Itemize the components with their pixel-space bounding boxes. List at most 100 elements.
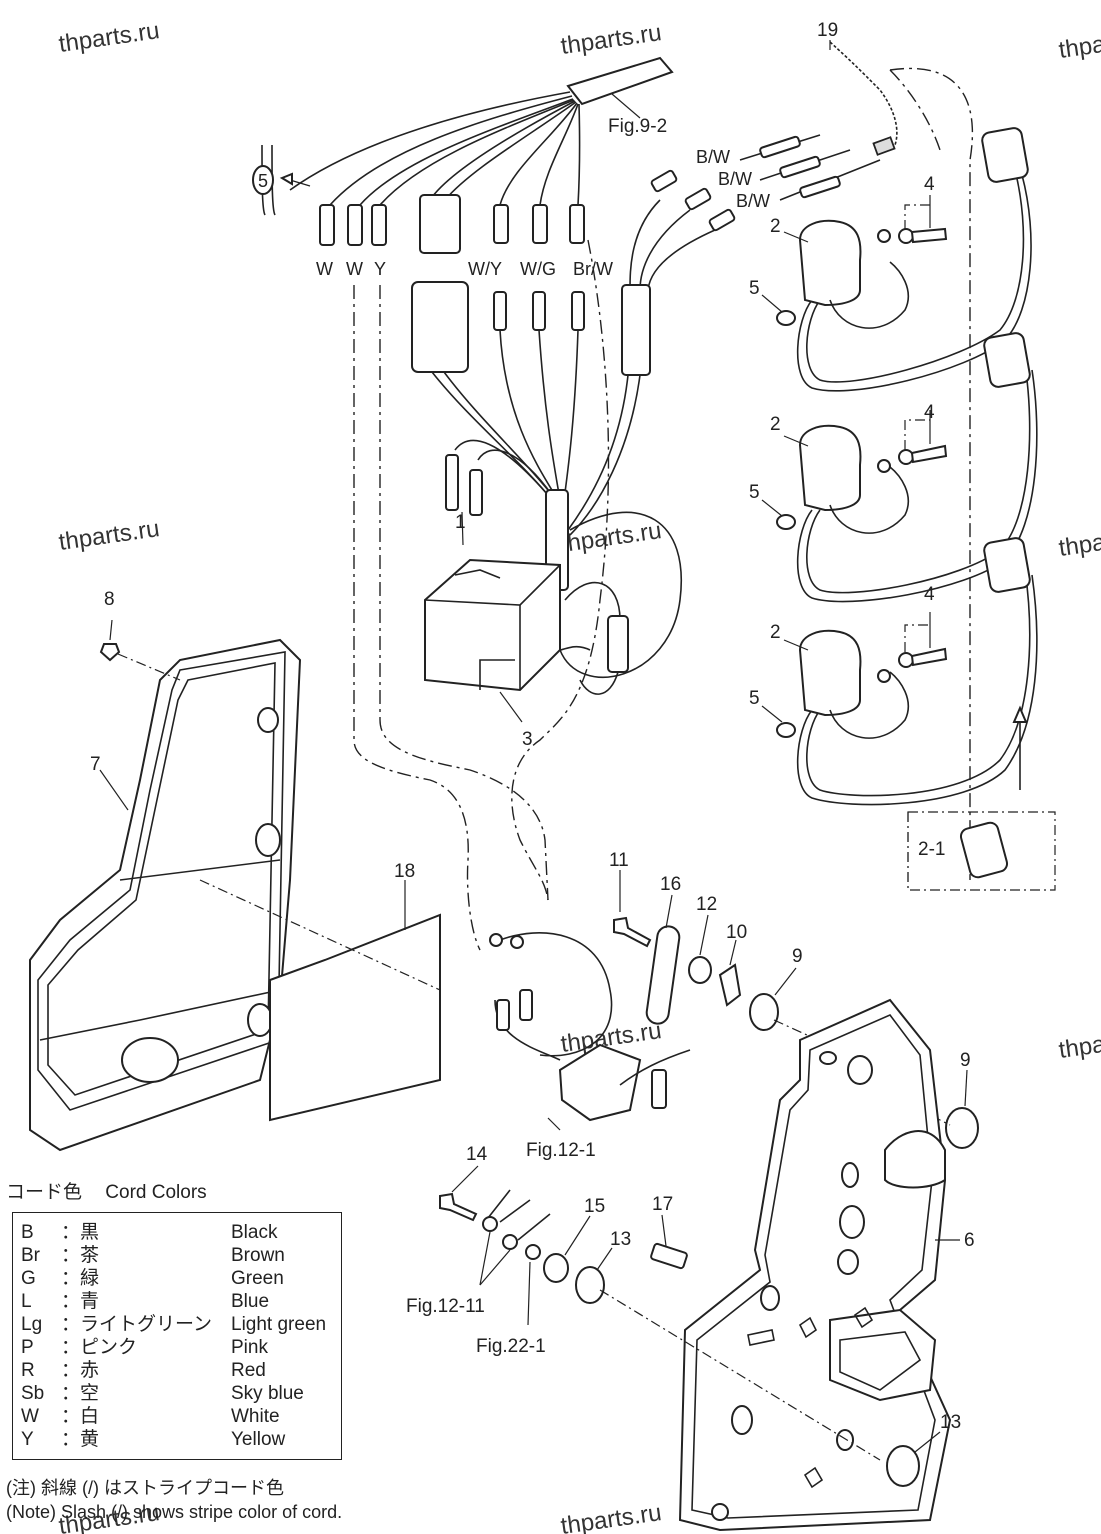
hole (760, 1285, 780, 1311)
bullet-connector (493, 291, 507, 331)
harness-sheath (566, 56, 674, 106)
ignition-coil-group: 4 2 5 4 2 5 4 2 5 (739, 20, 1038, 880)
hole (731, 1405, 753, 1435)
washer (688, 956, 712, 984)
watermark: thparts.ru (1057, 1023, 1101, 1064)
boss (255, 823, 281, 857)
coupler-connector (411, 281, 469, 373)
callout-number: 2 (770, 216, 781, 237)
bullet-connector (445, 454, 459, 511)
watermark: thparts.ru (57, 515, 161, 556)
bullet-connector (799, 175, 841, 199)
bullet-connector (759, 135, 801, 159)
color-code: Sb (21, 1383, 45, 1404)
washer (776, 722, 796, 738)
color-jp: ：黄 (61, 1429, 100, 1450)
tag (872, 136, 896, 156)
ring-terminal (502, 1234, 518, 1250)
washer (898, 228, 914, 244)
bullet-connector (493, 204, 509, 244)
hole (819, 1051, 837, 1065)
callout-number: 13 (610, 1229, 631, 1250)
color-en: Red (231, 1360, 266, 1381)
callout-number: 3 (522, 729, 533, 750)
wire-label: W/G (520, 259, 556, 279)
cover-body (29, 638, 302, 1152)
washer (776, 514, 796, 530)
legend-row: P ：ピンク Pink (21, 1336, 341, 1359)
color-jp: ：白 (61, 1406, 100, 1427)
clamp-plate (645, 925, 681, 1025)
spark-plug-cap (981, 127, 1029, 183)
callout-number: 4 (924, 174, 935, 195)
collar (718, 963, 742, 1007)
note-en: (Note) Slash (/) shows stripe color of c… (6, 1502, 343, 1522)
wire-label: B/W (696, 147, 730, 167)
color-code: B (21, 1222, 34, 1243)
hole (839, 1205, 865, 1239)
ignition-coil (798, 220, 862, 307)
bullet-connector (708, 208, 736, 232)
color-en: Pink (231, 1337, 268, 1358)
hole (837, 1249, 859, 1275)
bullet-connector (319, 204, 335, 246)
watermark: thparts.ru (1057, 23, 1101, 64)
callout-number: 13 (940, 1412, 961, 1433)
grommet (886, 1445, 920, 1487)
bullet-connector (651, 1069, 667, 1109)
wire-label: Y (374, 259, 386, 279)
boss (121, 1037, 179, 1083)
main-harness (252, 56, 674, 254)
hole (847, 1055, 873, 1085)
callout-number: 6 (964, 1230, 975, 1251)
screw (99, 643, 121, 662)
color-code: G (21, 1268, 36, 1289)
bolt (613, 916, 652, 948)
grommet (575, 1266, 605, 1304)
color-code: Lg (21, 1314, 43, 1335)
boss (247, 1003, 273, 1037)
bullet-connector (496, 999, 510, 1031)
washer (877, 459, 891, 473)
color-en: Yellow (231, 1429, 286, 1450)
bolt (910, 227, 948, 244)
wire-label: 5 (258, 171, 268, 191)
color-jp: ：ピンク (61, 1337, 138, 1358)
gasket (269, 913, 441, 1122)
wire-label: B/W (718, 169, 752, 189)
color-en: White (231, 1406, 280, 1427)
color-en: Blue (231, 1291, 270, 1312)
figure-ref: Fig.9-2 (608, 116, 667, 137)
callout-number: 9 (792, 946, 803, 967)
callout-number: 9 (960, 1050, 971, 1071)
ring-terminal (525, 1244, 541, 1260)
ground-hardware: 14 Fig.12-11 Fig.22-1 15 17 13 13 (406, 1144, 961, 1487)
watermark: thparts.ru (1057, 521, 1101, 562)
grommet (945, 1107, 979, 1149)
color-code: P (21, 1337, 34, 1358)
hole (841, 1162, 859, 1188)
washer (776, 310, 796, 326)
color-en: Black (231, 1222, 278, 1243)
bullet-connector (371, 204, 387, 246)
figure-ref: Fig.12-11 (406, 1296, 485, 1317)
arrow-icon (279, 172, 293, 186)
color-jp: ：緑 (61, 1268, 100, 1289)
bolt (910, 647, 948, 667)
arrow-icon (1012, 705, 1028, 723)
harness-sleeve (621, 284, 651, 376)
callout-number: 10 (726, 922, 747, 943)
mounting-bracket: 6 (678, 998, 975, 1532)
gasket-sheet: 18 (199, 861, 441, 1122)
ignition-coil (798, 630, 862, 717)
wire-label: W/Y (468, 259, 502, 279)
coupler-connector (419, 194, 461, 254)
bullet-connector (469, 469, 483, 516)
electrical-cover: 8 7 (29, 589, 302, 1152)
